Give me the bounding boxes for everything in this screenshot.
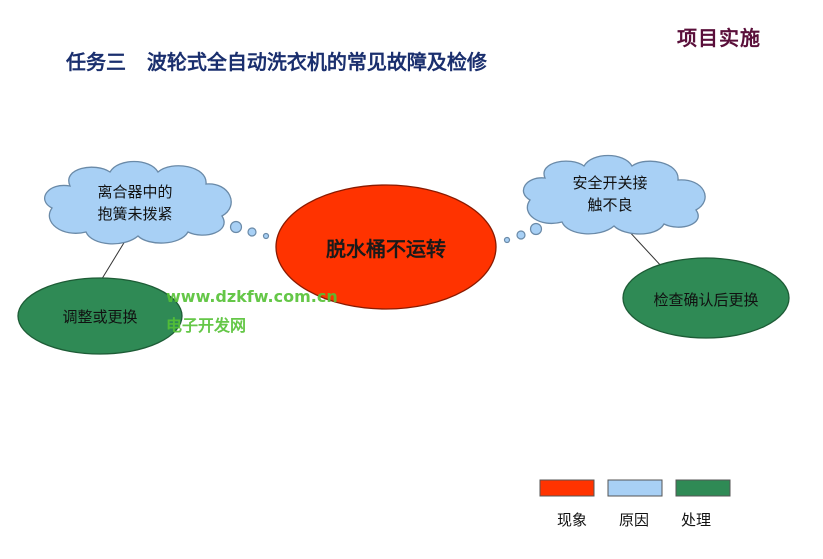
legend-label-action: 处理 bbox=[680, 511, 711, 529]
connector-right bbox=[625, 227, 664, 269]
action-left-label: 调整或更换 bbox=[62, 308, 138, 326]
symptom-label: 脱水桶不运转 bbox=[326, 237, 446, 261]
legend-swatch-cause bbox=[607, 479, 663, 497]
action-oval-left bbox=[17, 277, 183, 355]
thought-bubble-left-3 bbox=[262, 232, 270, 240]
thought-bubble-left-1 bbox=[229, 220, 243, 234]
cause-right-line2: 触不良 bbox=[587, 196, 633, 214]
cause-right-text: 安全开关接 触不良 bbox=[535, 172, 685, 216]
action-oval-right bbox=[622, 257, 790, 339]
legend-label-cause: 原因 bbox=[618, 511, 649, 529]
thought-bubble-right-2 bbox=[516, 230, 526, 240]
page-title: 任务三 波轮式全自动洗衣机的常见故障及检修 bbox=[66, 50, 487, 74]
corner-title: 项目实施 bbox=[677, 26, 761, 50]
cause-left-line2: 抱簧未拨紧 bbox=[97, 205, 173, 223]
thought-bubble-right-1 bbox=[529, 222, 543, 236]
legend-swatch-symptom bbox=[539, 479, 595, 497]
action-right-label: 检查确认后更换 bbox=[653, 291, 759, 309]
cause-cloud-left bbox=[44, 160, 232, 245]
legend-label-symptom: 现象 bbox=[556, 511, 587, 529]
thought-bubble-right-3 bbox=[503, 236, 511, 244]
cause-cloud-right bbox=[522, 154, 706, 235]
watermark-url: www.dzkfw.com.cn bbox=[166, 287, 338, 306]
thought-bubble-left-2 bbox=[247, 227, 257, 237]
cause-left-line1: 离合器中的 bbox=[97, 183, 173, 201]
watermark-site-name: 电子开发网 bbox=[166, 316, 247, 335]
cause-left-text: 离合器中的 抱簧未拨紧 bbox=[60, 181, 210, 225]
legend-swatch-action bbox=[675, 479, 731, 497]
symptom-ellipse bbox=[275, 184, 497, 310]
cause-right-line1: 安全开关接 bbox=[572, 174, 648, 192]
